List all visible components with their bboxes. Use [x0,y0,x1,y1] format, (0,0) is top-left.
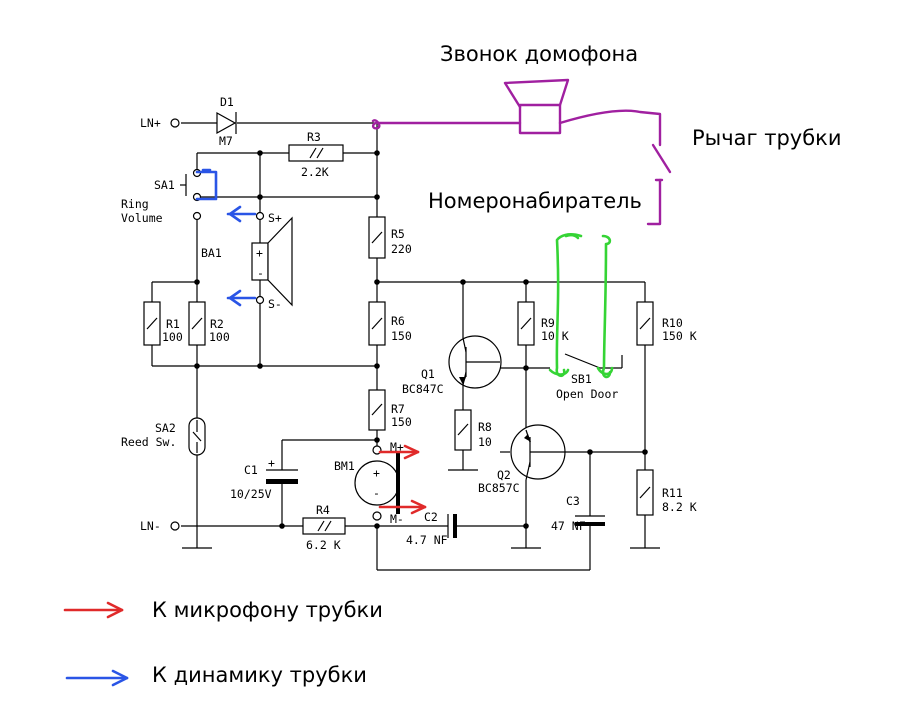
r11-label: R11 [662,486,683,500]
dialer-annotation: Номеронабиратель [428,189,642,213]
doorbell-wiring [371,78,672,226]
r2-value: 100 [209,330,230,344]
switch-sa1 [180,174,187,196]
resistor-r4 [302,517,346,535]
legend-speaker-arrow [65,669,129,687]
sa2-label: SA2 [155,421,176,435]
r1-label: R1 [166,317,180,331]
transistor-q2 [510,424,568,481]
r6-value: 150 [391,329,412,343]
r4-value: 6.2 K [306,538,341,552]
s-minus-label: S- [268,297,282,311]
c2-label: C2 [424,510,438,524]
r3-value: 2.2K [301,165,329,179]
sb1-desc: Open Door [556,387,618,401]
r5-label: R5 [391,227,405,241]
mic-wiring [378,444,427,515]
q1-type: BC847C [402,382,444,396]
doorbell-annotation: Звонок домофона [440,42,638,66]
resistor-r11 [636,469,654,516]
svg-text:+: + [373,466,380,480]
bm1-label: BM1 [334,459,355,473]
resistor-r2 [188,301,206,346]
junction-dots [194,150,648,529]
resistor-r9 [517,301,535,346]
r1-value: 100 [162,330,183,344]
hook-lever-annotation: Рычаг трубки [692,126,842,150]
r3-label: R3 [307,130,321,144]
resistor-r8 [454,409,472,451]
r6-label: R6 [391,314,405,328]
svg-text:-: - [257,266,264,280]
m-plus-label: M+ [390,440,404,454]
c1-label: C1 [244,463,258,477]
resistor-r3 [288,144,344,162]
r8-value: 10 [478,435,492,449]
r5-value: 220 [391,242,412,256]
m-minus-label: M- [390,512,404,526]
reed-switch-sa2 [188,417,206,456]
diode-d1 [216,111,237,135]
sa1-label: SA1 [154,178,175,192]
sb1-label: SB1 [571,372,592,386]
ba1-label: BA1 [201,246,222,260]
ln-minus-label: LN- [140,519,161,533]
c3-label: C3 [566,494,580,508]
r2-label: R2 [210,317,224,331]
q1-label: Q1 [421,367,435,381]
r10-label: R10 [662,316,683,330]
d1-label: D1 [220,95,234,109]
capacitor-c2 [447,514,457,538]
legend-mic-text: К микрофону трубки [152,598,383,622]
resistor-r1 [143,301,161,346]
resistor-r5 [368,216,386,259]
ring-volume-line2: Volume [121,211,163,225]
svg-text:+: + [256,246,263,260]
ring-volume-line1: Ring [121,197,149,211]
terminals [170,118,382,531]
r11-value: 8.2 K [662,500,697,514]
capacitor-c3 [575,515,605,526]
resistor-r10 [636,301,654,346]
d1-value: M7 [219,134,233,148]
c1-value: 10/25V [230,487,272,501]
transistor-q1 [448,335,502,389]
c2-value: 4.7 NF [406,533,448,547]
svg-text:+: + [268,456,275,470]
capacitor-c1: + [266,456,298,484]
r7-label: R7 [391,402,405,416]
microphone-bm1: + - [354,452,400,514]
legend-mic-arrow [63,601,124,619]
resistor-r6 [368,301,386,346]
r8-label: R8 [478,420,492,434]
speaker-wiring [195,168,257,307]
svg-text:-: - [373,486,380,500]
r7-value: 150 [391,415,412,429]
sa2-desc: Reed Sw. [121,435,176,449]
legend-speaker-text: К динамику трубки [152,663,367,687]
r9-value: 10 K [541,329,569,343]
resistor-r7 [368,389,386,431]
q2-type: BC857C [478,481,520,495]
q2-label: Q2 [497,468,511,482]
dialer-wiring [548,233,614,379]
ln-plus-label: LN+ [140,116,161,130]
speaker-ba1: + - [251,216,293,307]
circuit-wires [151,122,660,571]
r9-label: R9 [541,316,555,330]
s-plus-label: S+ [268,211,282,225]
r4-label: R4 [316,503,330,517]
r10-value: 150 K [662,329,697,343]
c3-value: 47 NF [551,519,586,533]
